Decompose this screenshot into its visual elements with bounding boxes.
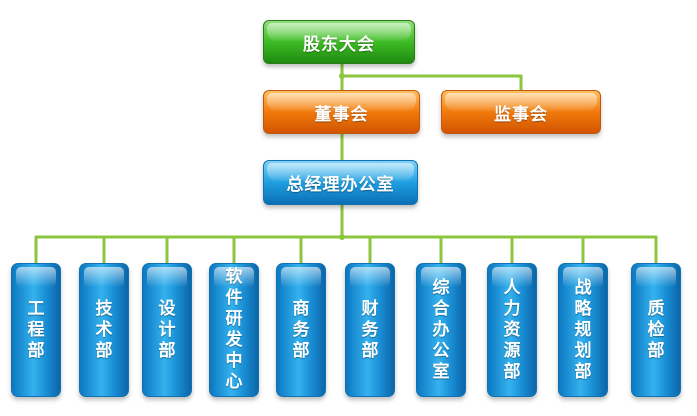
shareholders-meeting-box: 股东大会 [263, 20, 415, 64]
department-label-char: 规 [574, 319, 592, 340]
department-box: 技术部 [79, 263, 129, 397]
department-box: 软件研发中心 [209, 263, 259, 397]
department-label-char: 公 [432, 340, 450, 361]
department-label-char: 划 [574, 340, 592, 361]
department-label-char: 人 [503, 277, 521, 298]
gm-office-label: 总经理办公室 [286, 175, 395, 195]
department-label-char: 软 [225, 267, 243, 287]
department-label-char: 办 [432, 319, 450, 340]
department-box: 设计部 [142, 263, 192, 397]
connector-joint [339, 73, 345, 79]
department-label-char: 件 [225, 288, 243, 308]
department-label-char: 心 [225, 372, 243, 392]
department-label-char: 务 [292, 319, 310, 340]
department-label-char: 略 [574, 298, 592, 319]
department-box: 质检部 [631, 263, 681, 397]
connector-joint [339, 234, 345, 240]
department-label-char: 商 [292, 298, 310, 319]
department-box: 综合办公室 [416, 263, 466, 397]
department-label-char: 综 [432, 277, 450, 298]
department-box: 人力资源部 [487, 263, 537, 397]
gm-office-box: 总经理办公室 [263, 160, 418, 205]
department-label-char: 计 [158, 319, 176, 340]
board-of-directors-box: 董事会 [263, 90, 420, 134]
department-label-char: 发 [225, 330, 243, 350]
department-box: 工程部 [11, 263, 61, 397]
department-label-char: 工 [27, 298, 45, 319]
department-box: 商务部 [276, 263, 326, 397]
department-label-char: 部 [647, 340, 665, 361]
department-label-char: 部 [361, 340, 379, 361]
department-label-char: 财 [361, 298, 379, 319]
department-label-char: 资 [503, 319, 521, 340]
department-label-char: 部 [292, 340, 310, 361]
department-label-char: 务 [361, 319, 379, 340]
department-label-char: 源 [503, 340, 521, 361]
department-label-char: 中 [225, 351, 243, 371]
department-label-char: 部 [95, 340, 113, 361]
department-label-char: 部 [158, 340, 176, 361]
department-label-char: 质 [647, 298, 665, 319]
shareholders-meeting-label: 股东大会 [303, 34, 375, 55]
board-of-supervisors-box: 监事会 [441, 90, 601, 134]
department-label-char: 检 [647, 319, 665, 340]
board-of-supervisors-label: 监事会 [494, 104, 548, 125]
department-label-char: 研 [225, 309, 243, 329]
department-label-char: 程 [27, 319, 45, 340]
department-label-char: 术 [95, 319, 113, 340]
department-box: 战略规划部 [558, 263, 608, 397]
department-label-char: 部 [503, 361, 521, 382]
board-of-directors-label: 董事会 [314, 104, 369, 125]
department-label-char: 力 [503, 298, 521, 319]
department-label-char: 合 [432, 298, 450, 319]
department-label-char: 部 [27, 340, 45, 361]
department-label-char: 战 [574, 277, 592, 298]
department-label-char: 部 [574, 361, 592, 382]
department-label-char: 室 [432, 361, 450, 382]
department-label-char: 设 [158, 298, 176, 319]
department-label-char: 技 [95, 298, 113, 319]
department-box: 财务部 [345, 263, 395, 397]
